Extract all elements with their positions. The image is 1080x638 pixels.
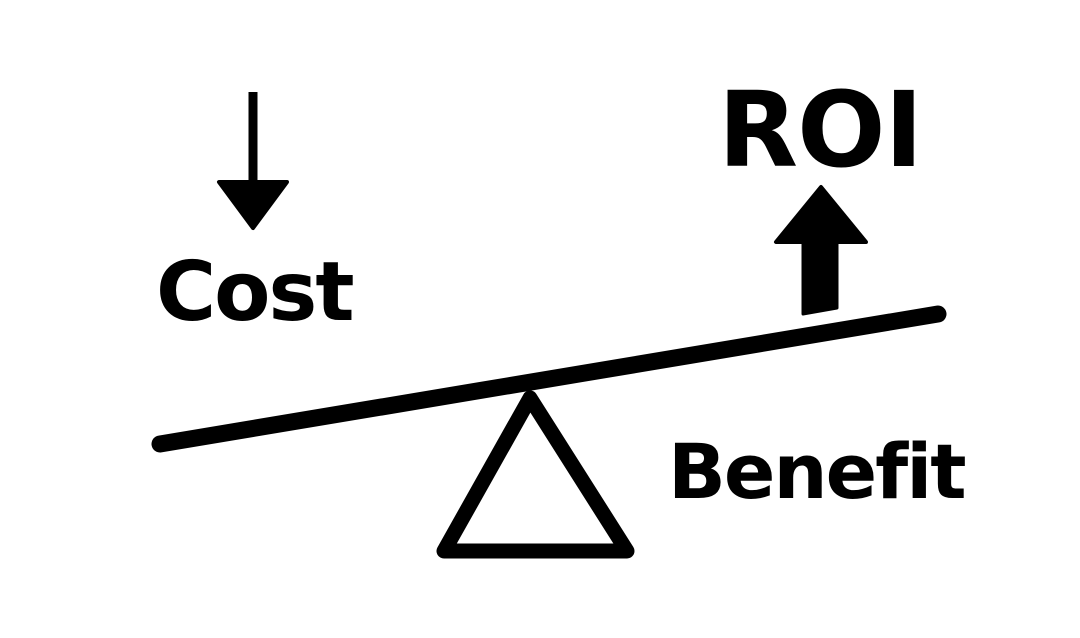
- benefit-label: Benefit: [668, 427, 967, 516]
- roi-label: ROI: [718, 69, 923, 191]
- cost-label: Cost: [156, 245, 355, 340]
- arrow-up-icon: [774, 185, 868, 316]
- seesaw-beam: [151, 305, 947, 453]
- triangle-fulcrum-icon: [436, 390, 635, 559]
- arrow-down-icon: [217, 92, 289, 230]
